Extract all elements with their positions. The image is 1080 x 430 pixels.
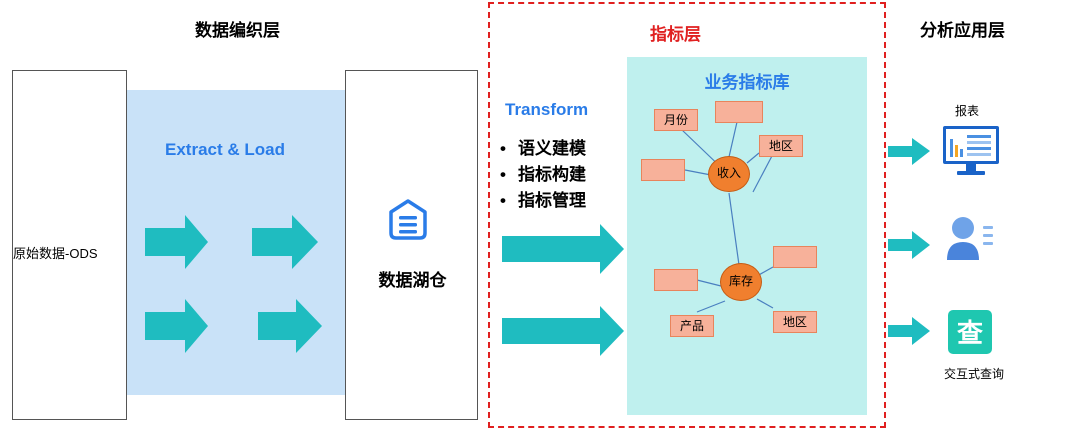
query-icon[interactable]: 查 [948, 310, 992, 354]
transform-item: •指标构建 [500, 165, 586, 184]
node-inventory: 库存 [720, 263, 762, 301]
app-layer-title: 分析应用层 [920, 21, 1005, 40]
weave-layer-title: 数据编织层 [195, 21, 280, 40]
tag-region-2: 地区 [773, 311, 817, 333]
etl-arrow-4 [258, 299, 322, 353]
source-ods-label: 原始数据-ODS [13, 246, 98, 261]
database-icon [389, 199, 427, 240]
transform-item: •指标管理 [500, 191, 586, 210]
etl-arrows [145, 215, 322, 353]
transform-arrow-1 [502, 224, 624, 274]
report-label: 报表 [955, 104, 980, 118]
indicator-library-panel: 业务指标库 月份 地区 收入 库存 产品 地区 [627, 57, 867, 415]
user-icon[interactable] [945, 214, 997, 264]
svg-text:查: 查 [957, 319, 983, 349]
transform-arrow-2 [502, 306, 624, 356]
tag-blank [715, 101, 763, 123]
query-label: 交互式查询 [944, 367, 1005, 381]
transform-arrows [502, 224, 624, 356]
tag-region-1: 地区 [759, 135, 803, 157]
tag-blank [641, 159, 685, 181]
indicator-layer-title: 指标层 [650, 25, 701, 44]
etl-arrow-3 [145, 299, 208, 353]
app-arrow-1 [888, 138, 930, 165]
app-arrow-3 [888, 317, 930, 345]
data-lakehouse-box: 数据湖仓 [345, 70, 478, 420]
transform-list: •语义建模 •指标构建 •指标管理 [500, 136, 586, 214]
report-chart-icon[interactable] [942, 125, 1000, 177]
node-revenue: 收入 [708, 156, 750, 192]
indicator-library-title: 业务指标库 [704, 73, 790, 92]
indicator-layer-frame [488, 2, 886, 428]
tag-product: 产品 [670, 315, 714, 337]
etl-arrow-2 [252, 215, 318, 269]
tag-blank [773, 246, 817, 268]
tag-month: 月份 [654, 109, 698, 131]
transform-item: •语义建模 [500, 139, 586, 158]
transform-title: Transform [505, 100, 589, 119]
etl-label: Extract & Load [165, 140, 285, 159]
tag-blank [654, 269, 698, 291]
etl-arrow-1 [145, 215, 208, 269]
app-arrow-2 [888, 231, 930, 259]
app-arrows [888, 138, 930, 345]
data-lakehouse-label: 数据湖仓 [378, 271, 447, 290]
source-ods-box: 原始数据-ODS [12, 70, 127, 420]
